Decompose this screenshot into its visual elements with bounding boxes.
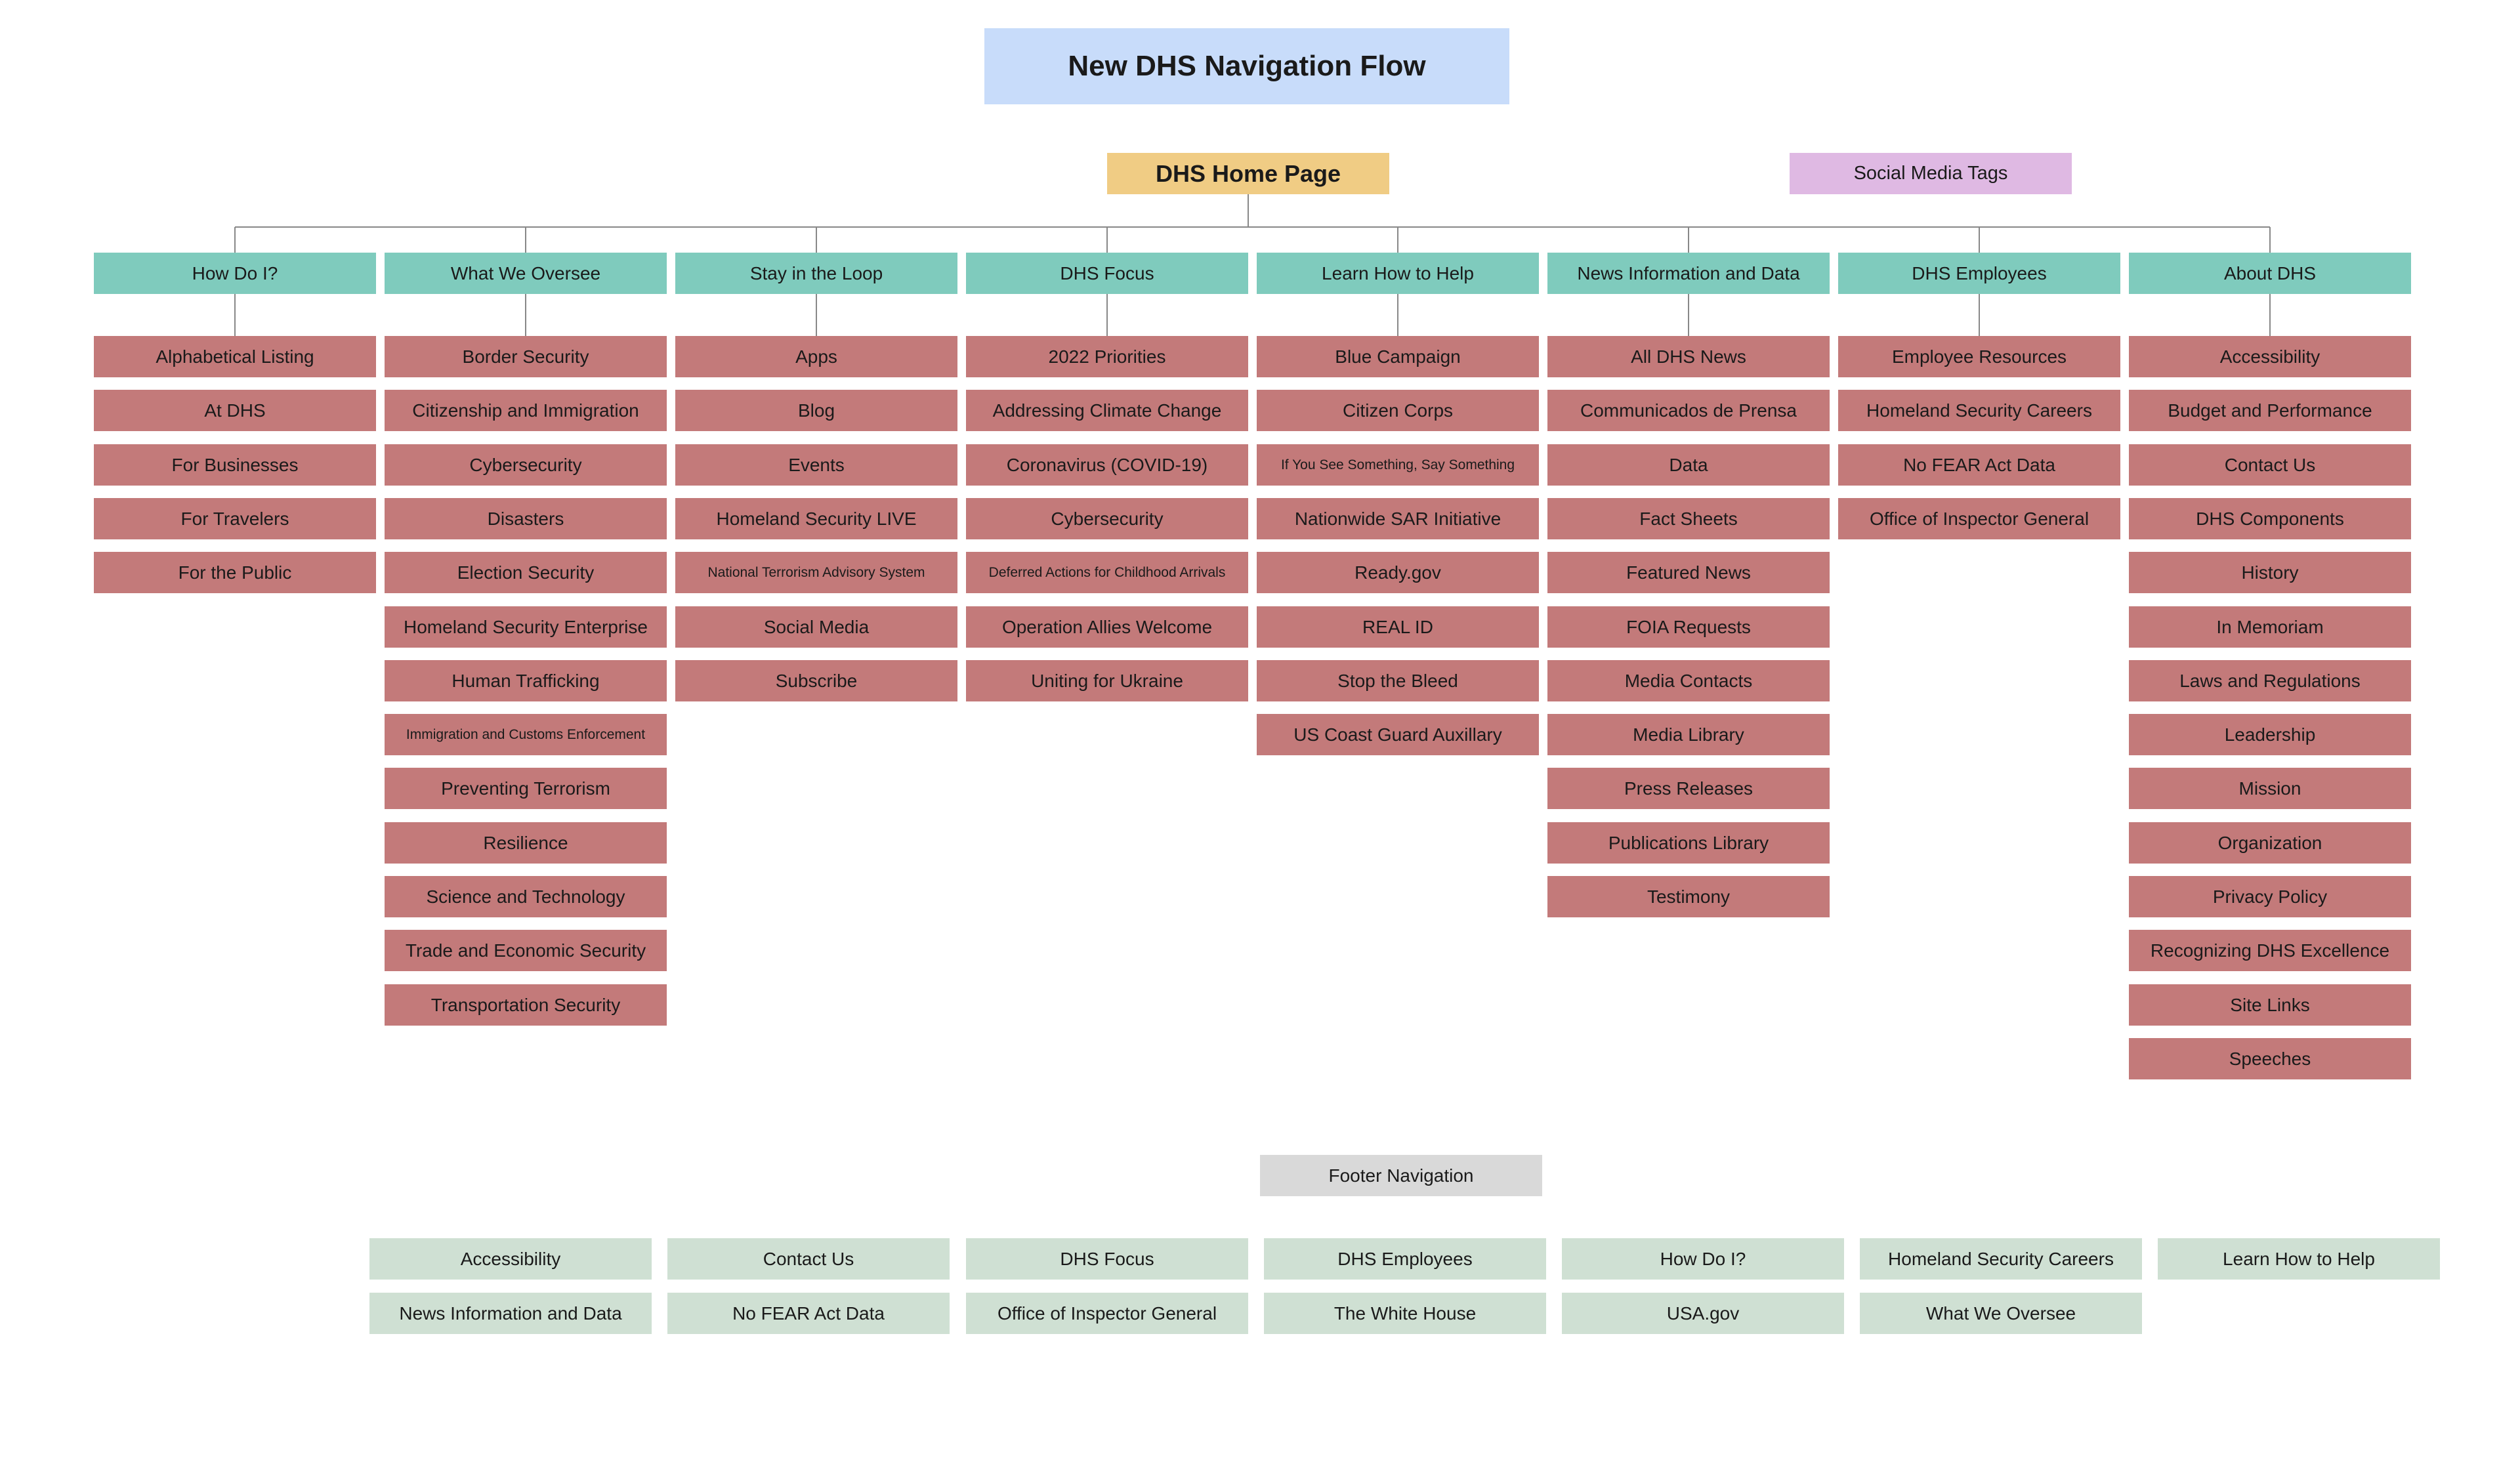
category-learn-how-to-help: Learn How to Help — [1257, 253, 1539, 294]
page-title: New DHS Navigation Flow — [984, 28, 1509, 104]
nav-item-data: Data — [1547, 444, 1830, 486]
nav-item-foia-requests: FOIA Requests — [1547, 606, 1830, 648]
nav-item-for-travelers: For Travelers — [94, 498, 376, 539]
nav-item-stop-the-bleed: Stop the Bleed — [1257, 660, 1539, 701]
nav-item-fact-sheets: Fact Sheets — [1547, 498, 1830, 539]
nav-item-subscribe: Subscribe — [675, 660, 957, 701]
nav-item-dhs-components: DHS Components — [2129, 498, 2411, 539]
nav-item-deferred-actions-for-childhood-arrivals: Deferred Actions for Childhood Arrivals — [966, 552, 1248, 593]
footer-link-how-do-i: How Do I? — [1562, 1238, 1844, 1280]
nav-item-if-you-see-something-say-something: If You See Something, Say Something — [1257, 444, 1539, 486]
nav-item-alphabetical-listing: Alphabetical Listing — [94, 336, 376, 377]
footer-link-contact-us: Contact Us — [667, 1238, 950, 1280]
nav-item-budget-and-performance: Budget and Performance — [2129, 390, 2411, 431]
footer-link-homeland-security-careers: Homeland Security Careers — [1860, 1238, 2142, 1280]
nav-item-homeland-security-live: Homeland Security LIVE — [675, 498, 957, 539]
nav-item-resilience: Resilience — [385, 822, 667, 864]
nav-item-disasters: Disasters — [385, 498, 667, 539]
nav-item-for-the-public: For the Public — [94, 552, 376, 593]
nav-item-featured-news: Featured News — [1547, 552, 1830, 593]
category-dhs-employees: DHS Employees — [1838, 253, 2120, 294]
footer-link-accessibility: Accessibility — [369, 1238, 652, 1280]
nav-item-site-links: Site Links — [2129, 984, 2411, 1026]
nav-item-science-and-technology: Science and Technology — [385, 876, 667, 917]
nav-item-accessibility: Accessibility — [2129, 336, 2411, 377]
nav-item-nationwide-sar-initiative: Nationwide SAR Initiative — [1257, 498, 1539, 539]
footer-link-usa-gov: USA.gov — [1562, 1293, 1844, 1334]
nav-item-citizen-corps: Citizen Corps — [1257, 390, 1539, 431]
nav-item-trade-and-economic-security: Trade and Economic Security — [385, 930, 667, 971]
nav-item-transportation-security: Transportation Security — [385, 984, 667, 1026]
nav-item-media-contacts: Media Contacts — [1547, 660, 1830, 701]
footer-link-office-of-inspector-general: Office of Inspector General — [966, 1293, 1248, 1334]
nav-item-real-id: REAL ID — [1257, 606, 1539, 648]
nav-item-addressing-climate-change: Addressing Climate Change — [966, 390, 1248, 431]
footer-navigation-title: Footer Navigation — [1260, 1155, 1542, 1196]
nav-item-immigration-and-customs-enforcement: Immigration and Customs Enforcement — [385, 714, 667, 755]
nav-item-operation-allies-welcome: Operation Allies Welcome — [966, 606, 1248, 648]
nav-item-citizenship-and-immigration: Citizenship and Immigration — [385, 390, 667, 431]
nav-item-organization: Organization — [2129, 822, 2411, 864]
footer-link-dhs-employees: DHS Employees — [1264, 1238, 1546, 1280]
nav-item-social-media: Social Media — [675, 606, 957, 648]
nav-item-no-fear-act-data: No FEAR Act Data — [1838, 444, 2120, 486]
category-stay-in-the-loop: Stay in the Loop — [675, 253, 957, 294]
category-how-do-i: How Do I? — [94, 253, 376, 294]
nav-item-apps: Apps — [675, 336, 957, 377]
nav-item-preventing-terrorism: Preventing Terrorism — [385, 768, 667, 809]
footer-link-the-white-house: The White House — [1264, 1293, 1546, 1334]
nav-item-coronavirus-covid-19: Coronavirus (COVID-19) — [966, 444, 1248, 486]
nav-item-in-memoriam: In Memoriam — [2129, 606, 2411, 648]
nav-item-border-security: Border Security — [385, 336, 667, 377]
nav-item-us-coast-guard-auxillary: US Coast Guard Auxillary — [1257, 714, 1539, 755]
nav-item-election-security: Election Security — [385, 552, 667, 593]
nav-item-laws-and-regulations: Laws and Regulations — [2129, 660, 2411, 701]
nav-item-homeland-security-enterprise: Homeland Security Enterprise — [385, 606, 667, 648]
nav-item-media-library: Media Library — [1547, 714, 1830, 755]
nav-item-blue-campaign: Blue Campaign — [1257, 336, 1539, 377]
nav-item-office-of-inspector-general: Office of Inspector General — [1838, 498, 2120, 539]
nav-item-human-trafficking: Human Trafficking — [385, 660, 667, 701]
footer-link-learn-how-to-help: Learn How to Help — [2158, 1238, 2440, 1280]
nav-item-mission: Mission — [2129, 768, 2411, 809]
nav-item-cybersecurity: Cybersecurity — [385, 444, 667, 486]
social-media-tags-node: Social Media Tags — [1790, 153, 2072, 194]
nav-item-homeland-security-careers: Homeland Security Careers — [1838, 390, 2120, 431]
nav-item-publications-library: Publications Library — [1547, 822, 1830, 864]
footer-link-news-information-and-data: News Information and Data — [369, 1293, 652, 1334]
nav-item-blog: Blog — [675, 390, 957, 431]
nav-item-testimony: Testimony — [1547, 876, 1830, 917]
home-page-node: DHS Home Page — [1107, 153, 1389, 194]
category-news-information-and-data: News Information and Data — [1547, 253, 1830, 294]
nav-item-ready-gov: Ready.gov — [1257, 552, 1539, 593]
nav-item-for-businesses: For Businesses — [94, 444, 376, 486]
nav-item-cybersecurity: Cybersecurity — [966, 498, 1248, 539]
nav-item-recognizing-dhs-excellence: Recognizing DHS Excellence — [2129, 930, 2411, 971]
nav-item-communicados-de-prensa: Communicados de Prensa — [1547, 390, 1830, 431]
nav-item-privacy-policy: Privacy Policy — [2129, 876, 2411, 917]
footer-link-dhs-focus: DHS Focus — [966, 1238, 1248, 1280]
nav-item-uniting-for-ukraine: Uniting for Ukraine — [966, 660, 1248, 701]
nav-item-speeches: Speeches — [2129, 1038, 2411, 1079]
nav-item-2022-priorities: 2022 Priorities — [966, 336, 1248, 377]
footer-link-no-fear-act-data: No FEAR Act Data — [667, 1293, 950, 1334]
nav-item-history: History — [2129, 552, 2411, 593]
nav-item-contact-us: Contact Us — [2129, 444, 2411, 486]
nav-item-national-terrorism-advisory-system: National Terrorism Advisory System — [675, 552, 957, 593]
footer-link-what-we-oversee: What We Oversee — [1860, 1293, 2142, 1334]
nav-item-press-releases: Press Releases — [1547, 768, 1830, 809]
nav-item-at-dhs: At DHS — [94, 390, 376, 431]
nav-item-employee-resources: Employee Resources — [1838, 336, 2120, 377]
category-dhs-focus: DHS Focus — [966, 253, 1248, 294]
category-what-we-oversee: What We Oversee — [385, 253, 667, 294]
nav-item-events: Events — [675, 444, 957, 486]
nav-item-all-dhs-news: All DHS News — [1547, 336, 1830, 377]
nav-item-leadership: Leadership — [2129, 714, 2411, 755]
category-about-dhs: About DHS — [2129, 253, 2411, 294]
